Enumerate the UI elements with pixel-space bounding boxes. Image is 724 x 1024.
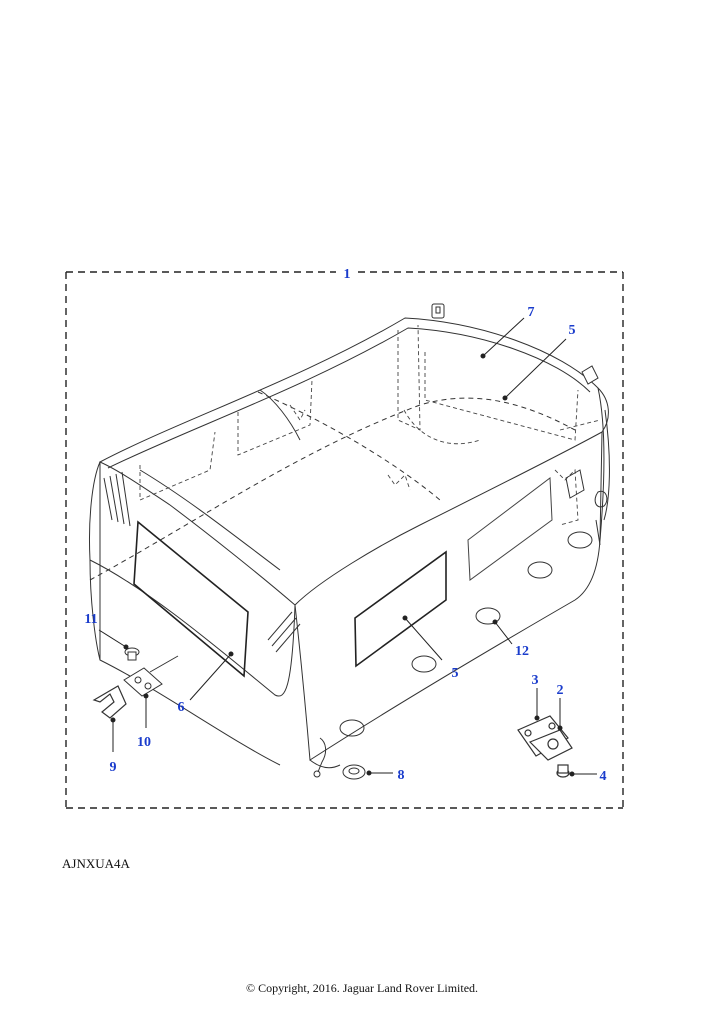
callout-5-upper: 5 [569, 323, 576, 338]
canopy-body [89, 317, 610, 769]
callout-9: 9 [110, 760, 117, 775]
canopy-hidden-lines [139, 324, 601, 526]
callout-10: 10 [137, 735, 151, 750]
callout-8: 8 [398, 768, 405, 783]
rear-side-window-outline [467, 477, 553, 581]
callout-11: 11 [84, 612, 97, 627]
copyright-notice: © Copyright, 2016. Jaguar Land Rover Lim… [245, 981, 479, 995]
callout-2: 2 [557, 683, 564, 698]
side-windows [133, 520, 447, 678]
diagram-reference-code: AJNXUA4A [62, 856, 130, 871]
hook-part [92, 685, 127, 719]
callout-3: 3 [532, 673, 539, 688]
screw-part [124, 647, 140, 661]
side-window-panel [354, 550, 447, 668]
callout-12: 12 [515, 644, 529, 659]
callout-5-lower: 5 [452, 666, 459, 681]
roof-lifting-eyes [431, 303, 599, 385]
callout-7: 7 [528, 305, 535, 320]
bracket-part [123, 655, 179, 697]
assembly-frame [65, 271, 624, 809]
front-window-panel [133, 520, 249, 678]
runner-blocks [339, 531, 593, 737]
drain-cable [313, 737, 327, 778]
leader-lines [98, 317, 597, 777]
callout-6: 6 [178, 700, 185, 715]
hinge-assembly [517, 715, 573, 778]
callout-1: 1 [344, 267, 351, 282]
callout-4: 4 [600, 769, 607, 784]
rear-latches [565, 469, 608, 546]
grommet-part [342, 764, 366, 780]
